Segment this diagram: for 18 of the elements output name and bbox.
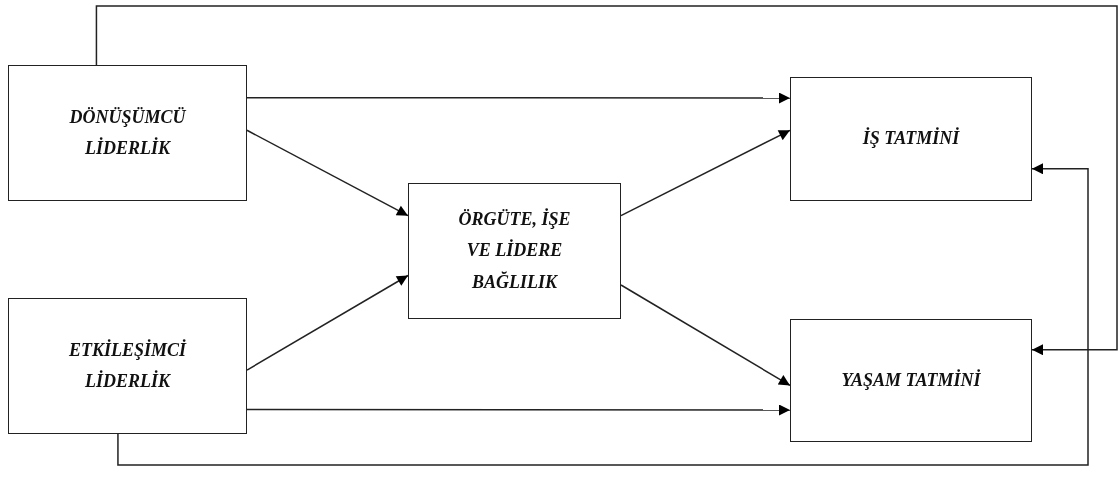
arrow [95, 5, 1118, 356]
text-box [8, 65, 247, 201]
box-label: YAŞAM TATMİNİ [841, 368, 981, 392]
box-label: ETKİLEŞİMCİ LİDERLİK [67, 338, 188, 393]
arrow [117, 163, 1089, 466]
arrow [246, 274, 409, 371]
box-label: DÖNÜŞÜMCÜ LİDERLİK [68, 105, 187, 160]
text-box [408, 183, 621, 319]
arrow [620, 284, 791, 387]
box-label: ÖRGÜTE, İŞE VE LİDERE BAĞLILIK [457, 207, 572, 294]
arrow [246, 404, 791, 416]
text-box [8, 298, 247, 434]
arrow [620, 129, 791, 217]
text-box [790, 77, 1032, 201]
text-box [790, 319, 1032, 442]
box-label: İŞ TATMİNİ [862, 126, 960, 151]
arrow [246, 129, 409, 217]
arrow [246, 92, 791, 104]
